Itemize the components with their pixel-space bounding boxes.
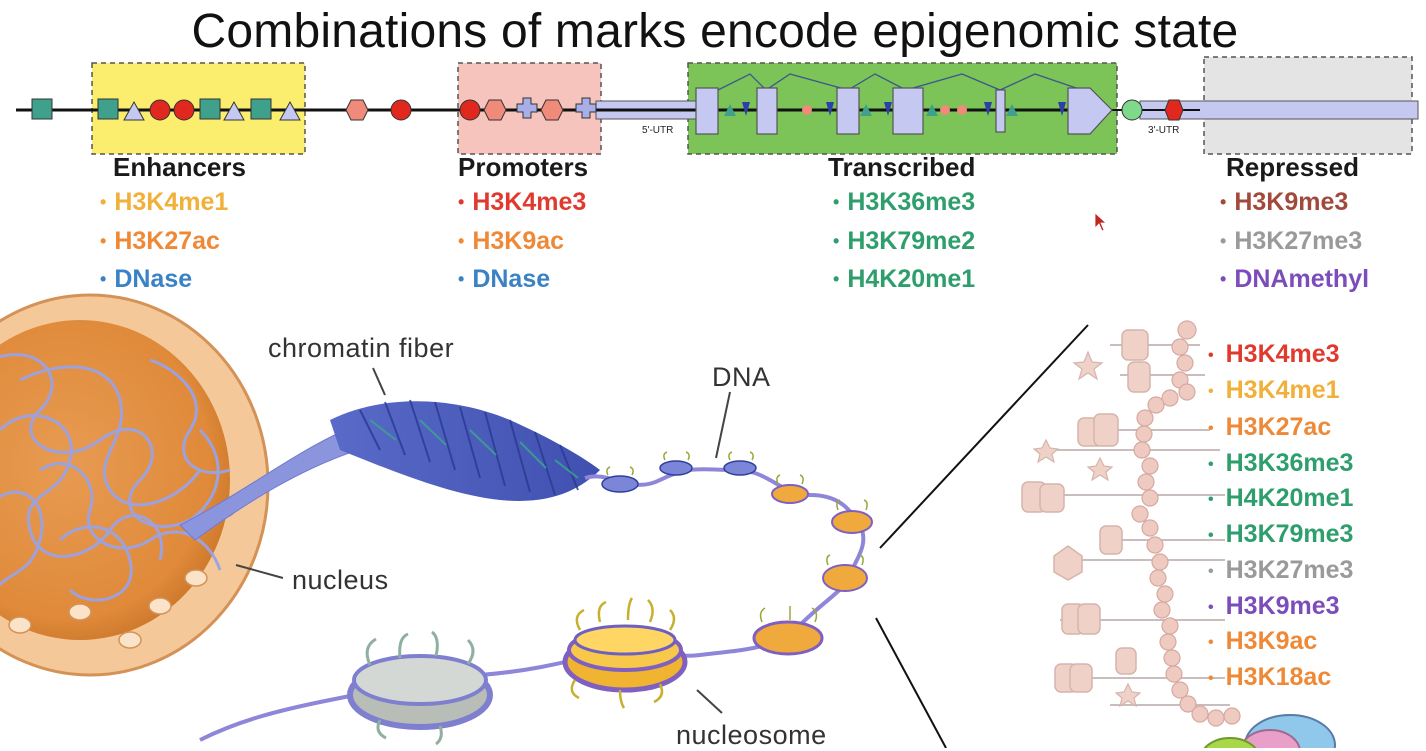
mark-item: •DNase bbox=[458, 265, 551, 293]
category-title: Promoters bbox=[458, 152, 589, 182]
category-title: Transcribed bbox=[828, 152, 976, 182]
mouse-cursor-icon bbox=[1094, 212, 1108, 232]
mark-item: •H3K4me1 bbox=[100, 188, 229, 216]
category-title: Repressed bbox=[1226, 152, 1359, 182]
slide-title: Combinations of marks encode epigenomic … bbox=[191, 5, 1239, 58]
dna-string bbox=[199, 467, 866, 742]
histone-tail-panel bbox=[1021, 320, 1241, 727]
mark-item: •H4K20me1 bbox=[833, 265, 976, 293]
mark-item: •DNAmethyl bbox=[1220, 265, 1370, 293]
dna-label: DNA bbox=[712, 362, 771, 392]
mark-item: •H3K27ac bbox=[100, 227, 220, 255]
chromatin-fiber bbox=[330, 399, 600, 501]
histone-mark-item: •H3K36me3 bbox=[1208, 449, 1354, 477]
mark-item: •H3K9me3 bbox=[1220, 188, 1349, 216]
leader-chromatin bbox=[372, 367, 386, 396]
mark-item: •H3K9ac bbox=[458, 227, 565, 255]
nucleus-shape bbox=[0, 293, 270, 677]
histone-mark-item: •H3K4me1 bbox=[1208, 376, 1340, 404]
histone-mark-item: •H3K9me3 bbox=[1208, 592, 1340, 620]
histone-mark-item: •H3K9ac bbox=[1208, 627, 1318, 655]
splice-arcs bbox=[717, 73, 1083, 91]
histone-mark-item: •H3K4me3 bbox=[1208, 340, 1340, 368]
mark-item: •H3K4me3 bbox=[458, 188, 587, 216]
mark-item: •H3K27me3 bbox=[1220, 227, 1363, 255]
utr5-label: 5'-UTR bbox=[642, 125, 674, 136]
category-title: Enhancers bbox=[113, 152, 246, 182]
gray-nucleosome bbox=[347, 630, 493, 746]
histone-mark-item: •H4K20me1 bbox=[1208, 484, 1354, 512]
histone-mark-item: •H3K27me3 bbox=[1208, 556, 1354, 584]
mark-item: •H3K79me2 bbox=[833, 227, 976, 255]
leader-nucleus bbox=[235, 564, 284, 579]
nucleus-label: nucleus bbox=[292, 565, 389, 595]
leader-nucleosome bbox=[696, 689, 723, 714]
nucleosome-label: nucleosome bbox=[676, 720, 827, 750]
histone-mark-item: •H3K18ac bbox=[1208, 663, 1332, 691]
histone-mark-item: •H3K27ac bbox=[1208, 413, 1332, 441]
nucleosome-beads bbox=[601, 451, 873, 656]
mark-item: •DNase bbox=[100, 265, 193, 293]
chromatin-fiber-label: chromatin fiber bbox=[268, 333, 455, 363]
histone-mark-item: •H3K79me3 bbox=[1208, 520, 1354, 548]
genome-track bbox=[16, 56, 1419, 155]
large-nucleosome bbox=[562, 597, 688, 709]
mark-item: •H3K36me3 bbox=[833, 188, 976, 216]
zoom-line-bottom bbox=[875, 617, 947, 748]
zoom-line-top bbox=[879, 324, 1089, 549]
leader-dna bbox=[715, 391, 731, 459]
utr3-label: 3'-UTR bbox=[1148, 125, 1180, 136]
histone-core-blobs bbox=[1203, 714, 1336, 748]
